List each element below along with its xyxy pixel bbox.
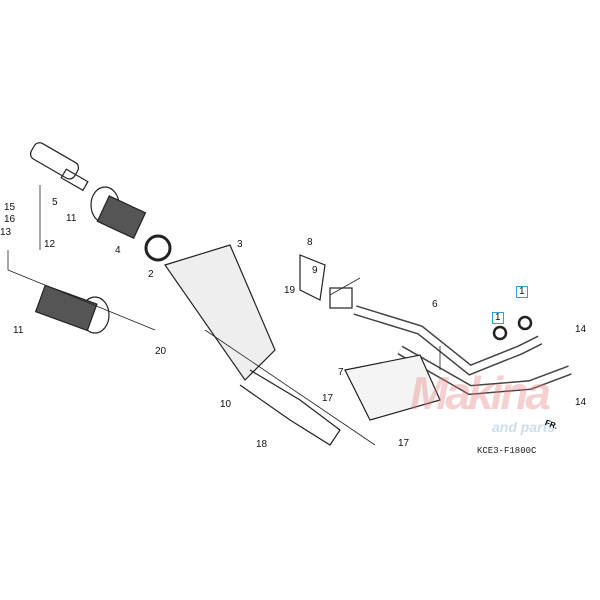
collar-part-9 xyxy=(329,287,353,309)
part-label-19[interactable]: 19 xyxy=(284,285,296,296)
part-label-7[interactable]: 7 xyxy=(338,367,344,378)
part-label-13[interactable]: 13 xyxy=(0,227,12,238)
part-label-3[interactable]: 3 xyxy=(237,239,243,250)
part-label-8[interactable]: 8 xyxy=(307,237,313,248)
part-label-10[interactable]: 10 xyxy=(220,399,232,410)
part-label-1[interactable]: 1 xyxy=(516,286,528,298)
heat-guard-part-7 xyxy=(344,354,441,421)
diagram-code: KCE3-F1800C xyxy=(477,446,537,456)
gasket-part-2 xyxy=(144,234,172,262)
part-label-17[interactable]: 17 xyxy=(322,393,334,404)
part-label-20[interactable]: 20 xyxy=(155,346,167,357)
leader-lines xyxy=(7,185,441,446)
part-label-9[interactable]: 9 xyxy=(312,265,318,276)
part-label-2[interactable]: 2 xyxy=(148,269,154,280)
part-label-14[interactable]: 14 xyxy=(575,397,587,408)
watermark-sub: and parts xyxy=(492,419,556,435)
part-label-1[interactable]: 1 xyxy=(492,312,504,324)
grip-part-11 xyxy=(34,284,110,334)
part-label-18[interactable]: 18 xyxy=(256,439,268,450)
bracket-part-8 xyxy=(299,254,326,301)
gaskets-part-1 xyxy=(492,315,533,341)
pipe-part-6 xyxy=(353,305,572,396)
part-label-15[interactable]: 15 xyxy=(4,202,16,213)
watermark-logo: Makina xyxy=(410,367,551,419)
part-label-4[interactable]: 4 xyxy=(115,245,121,256)
part-label-16[interactable]: 16 xyxy=(4,214,16,225)
part-label-12[interactable]: 12 xyxy=(44,239,56,250)
part-label-5[interactable]: 5 xyxy=(52,197,58,208)
part-label-11[interactable]: 11 xyxy=(66,213,77,224)
part-label-6[interactable]: 6 xyxy=(432,299,438,310)
muffler-part-3 xyxy=(164,244,341,446)
grip-part-4 xyxy=(90,186,147,240)
part-label-17[interactable]: 17 xyxy=(398,438,410,449)
part-label-11[interactable]: 11 xyxy=(13,325,24,336)
cap-part-5 xyxy=(29,142,89,192)
part-label-14[interactable]: 14 xyxy=(575,324,587,335)
